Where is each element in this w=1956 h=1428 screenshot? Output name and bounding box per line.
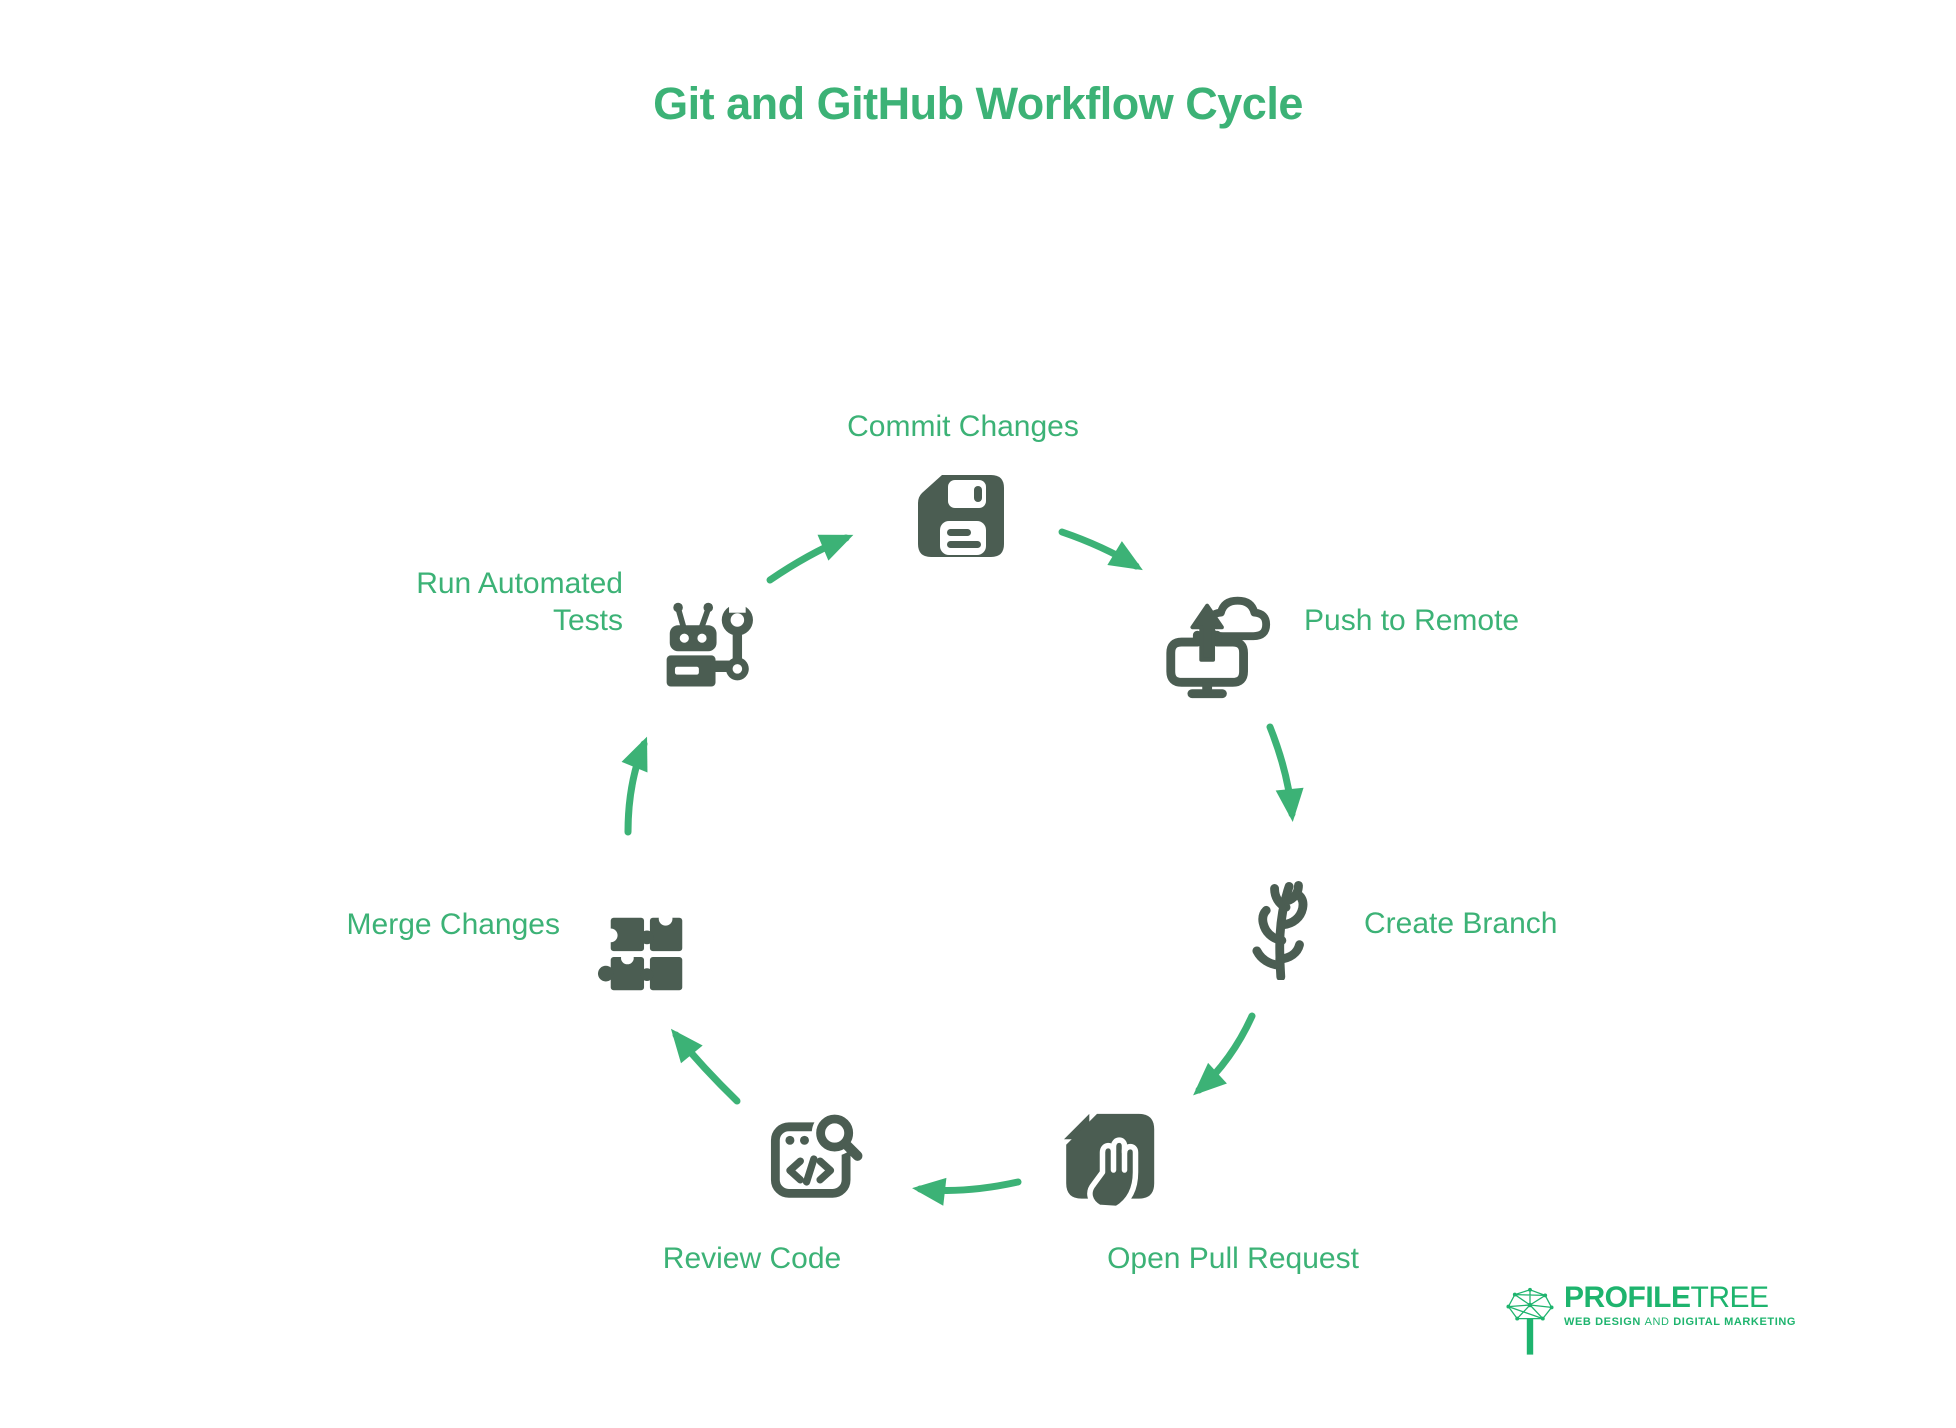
step-label-push-to-remote: Push to Remote	[1304, 604, 1520, 637]
puzzle-pieces-icon	[597, 906, 695, 1004]
robot-wrench-icon	[650, 594, 754, 698]
step-label-create-branch: Create Branch	[1364, 907, 1558, 940]
arrow-merge-to-tests	[621, 736, 648, 836]
arrow-commit-to-push	[1058, 528, 1143, 571]
hand-pull-document-icon	[1053, 1104, 1163, 1214]
arrow-branch-to-pr	[1193, 1012, 1256, 1096]
arrow-tests-to-commit	[766, 534, 854, 584]
arrow-push-to-branch	[1266, 723, 1304, 822]
network-tree-icon	[1506, 1287, 1554, 1355]
step-label-merge-changes: Merge Changes	[346, 908, 560, 941]
profiletree-logo: PROFILETREE WEB DESIGN AND DIGITAL MARKE…	[1506, 1283, 1796, 1359]
step-label-run-automated-tests: Run Automated Tests	[416, 567, 623, 637]
step-label-review-code: Review Code	[662, 1242, 842, 1275]
brand-wordmark: PROFILETREE	[1564, 1281, 1769, 1314]
code-review-magnifier-icon	[766, 1106, 870, 1210]
monitor-upload-cloud-icon	[1158, 588, 1276, 700]
brand-tagline: WEB DESIGN AND DIGITAL MARKETING	[1564, 1316, 1797, 1328]
arrow-review-to-merge	[670, 1028, 741, 1105]
step-label-commit-changes: Commit Changes	[847, 410, 1079, 443]
step-label-open-pull-request: Open Pull Request	[1107, 1242, 1359, 1275]
floppy-disk-icon	[911, 466, 1011, 566]
branch-icon	[1234, 876, 1338, 980]
page-title: Git and GitHub Workflow Cycle	[653, 78, 1303, 129]
arrow-pr-to-review	[912, 1177, 1022, 1206]
